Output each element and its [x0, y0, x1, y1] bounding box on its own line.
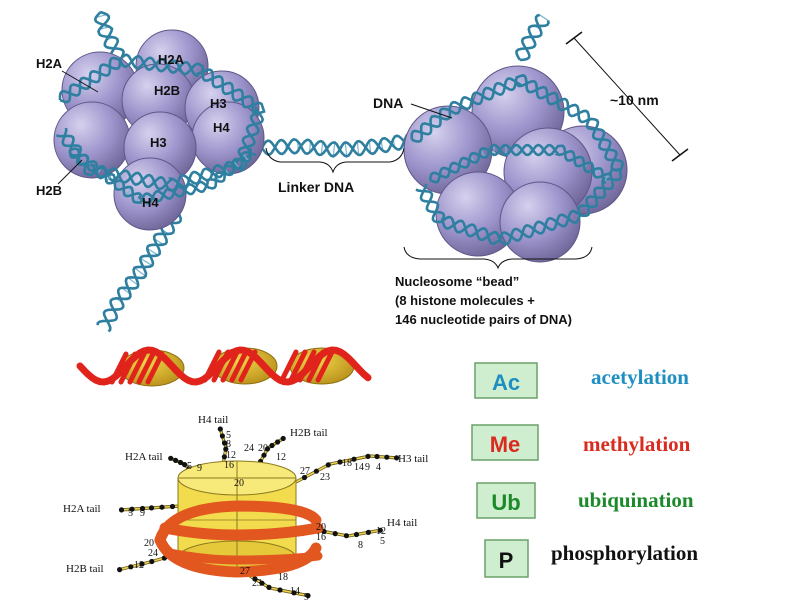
- residue-number: 5: [380, 536, 385, 547]
- badge-ub-text: Ub: [491, 490, 520, 515]
- residue-number: 5: [187, 461, 192, 472]
- residue-number: 20: [144, 538, 154, 549]
- bead-caption-line2: (8 histone molecules +: [395, 293, 535, 308]
- label-h3-center: H3: [150, 135, 167, 150]
- residue-number: 5: [128, 508, 133, 519]
- tail-label-h2b-top: H2B tail: [290, 427, 328, 439]
- residue-number: 18: [342, 458, 352, 469]
- size-label: ~10 nm: [610, 92, 659, 108]
- badge-ac: [474, 362, 538, 399]
- leader-h2b: [57, 159, 83, 185]
- residue-number: 27: [240, 566, 250, 577]
- residue-number: 23: [320, 472, 330, 483]
- residue-number: 14: [354, 462, 364, 473]
- badge-ac-text: Ac: [492, 370, 520, 395]
- label-phosphorylation: phosphorylation: [551, 541, 698, 565]
- linker-bracket: [265, 147, 405, 174]
- residue-number: 9: [140, 508, 145, 519]
- bead-caption-line3: 146 nucleotide pairs of DNA): [395, 312, 572, 327]
- badge-p: [484, 539, 529, 578]
- modification-legend: Ac acetylation Me methylation Ub ubiquin…: [471, 362, 698, 578]
- tail-label-h2a-upper: H2A tail: [125, 451, 163, 463]
- dna-helix: [93, 10, 550, 333]
- legend-item-methylation: Me methylation: [471, 424, 691, 461]
- tail-label-h2a-left: H2A tail: [63, 503, 101, 515]
- leader-h2a: [61, 70, 99, 93]
- residue-number: 14: [290, 586, 300, 597]
- dna-wrap: [55, 53, 625, 246]
- bead-caption-line1: Nucleosome “bead”: [395, 274, 519, 289]
- label-h4-right: H4: [213, 120, 230, 135]
- tail-label-h2b-left: H2B tail: [66, 563, 104, 575]
- residue-number: 12: [376, 526, 386, 537]
- badge-ub: [476, 482, 536, 519]
- label-ubiquination: ubiquination: [578, 488, 694, 512]
- dna-wraps-cylinder: [154, 500, 324, 578]
- tail-label-h4-top: H4 tail: [198, 414, 228, 426]
- tail-label-h4-right: H4 tail: [387, 517, 417, 529]
- residue-number: 24: [148, 548, 158, 559]
- bead-bracket: [403, 246, 593, 270]
- residue-number: 9: [197, 463, 202, 474]
- residue-number: 23: [252, 578, 262, 589]
- linker-dna-label: Linker DNA: [278, 179, 354, 195]
- residue-number: 27: [300, 466, 310, 477]
- label-h2a-outer: H2A: [36, 56, 63, 71]
- size-dimension: [565, 31, 689, 162]
- label-h2b-outer: H2B: [36, 183, 62, 198]
- label-h2b-inner: H2B: [154, 83, 180, 98]
- residue-number: 18: [278, 572, 288, 583]
- dna-label: DNA: [373, 95, 403, 111]
- nucleosome-bead: [403, 65, 628, 263]
- tail-label-h3: H3 tail: [398, 453, 428, 465]
- label-h4-bottom: H4: [142, 195, 159, 210]
- dna-leader: [410, 103, 453, 119]
- residue-number: 4: [376, 462, 381, 473]
- legend-item-acetylation: Ac acetylation: [474, 362, 689, 399]
- residue-number: 8: [358, 540, 363, 551]
- label-h3-right: H3: [210, 96, 227, 111]
- residue-number: 20: [234, 478, 244, 489]
- legend-item-ubiquination: Ub ubiquination: [476, 482, 694, 519]
- label-acetylation: acetylation: [591, 365, 689, 389]
- residue-number: 9: [304, 592, 309, 600]
- badge-me-text: Me: [490, 432, 521, 457]
- chromatin-strip: [76, 346, 372, 387]
- badge-p-text: P: [499, 548, 514, 573]
- residue-number: 16: [316, 532, 326, 543]
- residue-number: 12: [226, 450, 236, 461]
- residue-number: 5: [226, 430, 231, 441]
- label-methylation: methylation: [583, 432, 691, 456]
- residue-number: 20: [316, 522, 326, 533]
- residue-number: 12: [276, 452, 286, 463]
- legend-item-phosphorylation: P phosphorylation: [484, 539, 698, 578]
- residue-number: 16: [224, 460, 234, 471]
- residue-number: 12: [134, 560, 144, 571]
- label-h2a-inner: H2A: [158, 52, 185, 67]
- residue-number: 24: [244, 443, 254, 454]
- residue-number: 9: [365, 462, 370, 473]
- badge-me: [471, 424, 539, 461]
- residue-number: 8: [226, 439, 231, 450]
- residue-number: 20: [258, 443, 268, 454]
